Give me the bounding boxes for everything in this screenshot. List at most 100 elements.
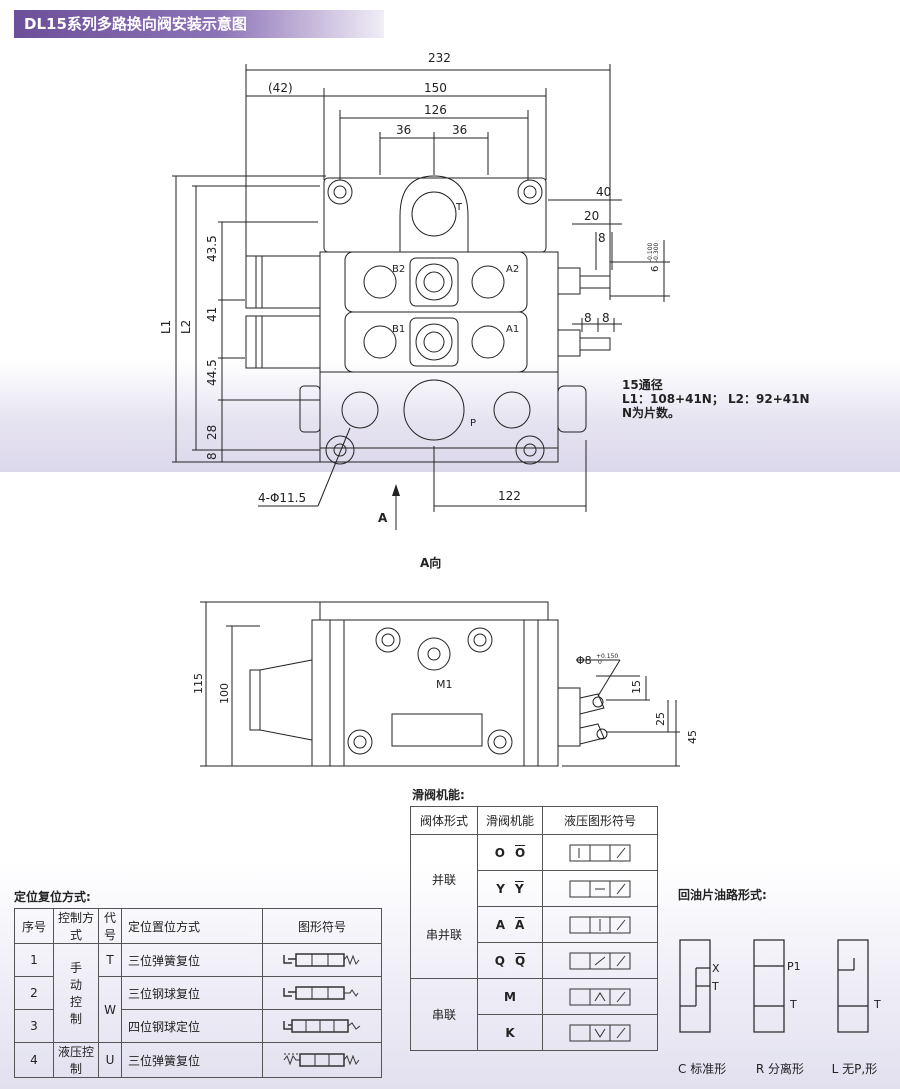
return-label-p1: P1	[787, 960, 801, 973]
view-a-label: A向	[420, 556, 442, 570]
page-title: DL15系列多路换向阀安装示意图	[14, 10, 384, 38]
dim-20: 20	[584, 209, 599, 223]
detent-row-4-code: U	[98, 1042, 122, 1078]
detent-row-3-symbol	[262, 1009, 382, 1043]
dim-40: 40	[596, 185, 611, 199]
return-label-t1: T	[711, 980, 719, 993]
front-view-drawing: 232 (42) 150 126 36 36 40 20 8 6 -0.100 …	[159, 51, 670, 530]
detent-row-1-symbol	[262, 943, 382, 977]
return-section-heading: 回油片油路形式:	[678, 888, 767, 902]
port-A1-label: A1	[506, 324, 519, 335]
detent-row-3-no: 3	[14, 1009, 54, 1043]
port-T-label: T	[455, 202, 463, 213]
detent-row-2-desc: 三位钢球复位	[121, 976, 263, 1010]
background-band	[0, 360, 900, 472]
return-label-x: X	[712, 962, 720, 975]
note-line-3: N为片数。	[622, 406, 681, 420]
port-P-label: P	[470, 418, 476, 429]
tol-bottom: -0.300	[653, 242, 660, 262]
port-B1-label: B1	[392, 324, 405, 335]
spool-group-series: 串联	[410, 978, 478, 1051]
dim-36-left: 36	[396, 123, 411, 137]
detent-header-method: 定位置位方式	[121, 908, 263, 944]
view-a-tol-bottom: 0	[598, 659, 602, 666]
view-a-dim-15: 15	[630, 680, 643, 694]
dim-L2: L2	[179, 320, 193, 334]
port-B2-label: B2	[392, 264, 405, 275]
spool-header-symbol: 液压图形符号	[542, 806, 658, 835]
view-a-dim-25: 25	[654, 712, 667, 726]
hole-spec: 4-Φ11.5	[258, 491, 306, 505]
spool-symbol-O	[542, 834, 658, 871]
detent-row-2-code: W	[98, 976, 122, 1043]
detent-control-manual: 手动控制	[53, 943, 99, 1043]
dim-8-bottom: 8	[205, 452, 219, 460]
detent-row-1-desc: 三位弹簧复位	[121, 943, 263, 977]
spool-symbol-Y	[542, 870, 658, 907]
dim-41: 41	[205, 307, 219, 322]
spool-group-series-parallel-label: 串并联	[425, 927, 462, 942]
return-caption-separate: R 分离形	[755, 1062, 805, 1076]
detent-header-control: 控制方式	[53, 908, 99, 944]
note-line-2: L1：108+41N； L2：92+41N	[622, 392, 810, 406]
return-label-t3: T	[873, 998, 881, 1011]
dim-36-right: 36	[452, 123, 467, 137]
spool-header-function: 滑阀机能	[477, 806, 543, 835]
detent-row-3-desc: 四位钢球定位	[121, 1009, 263, 1043]
dim-8-mid-left: 8	[584, 311, 592, 325]
spool-symbol-Q	[542, 942, 658, 979]
spool-group-parallel: 并联 串并联	[410, 834, 478, 979]
dim-232: 232	[428, 51, 451, 65]
view-a-m1: M1	[436, 678, 453, 691]
dim-150: 150	[424, 81, 447, 95]
detent-table-heading: 定位复位方式:	[14, 890, 91, 904]
spool-symbol-M	[542, 978, 658, 1015]
view-a-dim-45: 45	[686, 730, 699, 744]
spool-symbol-A	[542, 906, 658, 943]
view-a-drawing: 115 100 15 25 45 Φ8 +0.150 0 M1	[192, 601, 699, 767]
view-a-phi8: Φ8	[576, 654, 592, 667]
dim-8-mid-right: 8	[602, 311, 610, 325]
return-caption-no-p: L 无P,形	[831, 1062, 878, 1076]
detent-row-2-no: 2	[14, 976, 54, 1010]
dim-8-top: 8	[598, 231, 606, 245]
return-caption-standard: C 标准形	[678, 1062, 727, 1076]
spool-table-heading: 滑阀机能:	[412, 788, 465, 802]
detent-header-no: 序号	[14, 908, 54, 944]
detent-header-symbol: 图形符号	[262, 908, 382, 944]
port-A2-label: A2	[506, 264, 519, 275]
view-a-dim-115: 115	[192, 673, 205, 694]
spool-symbol-K	[542, 1014, 658, 1051]
spec-note: 15通径 L1：108+41N； L2：92+41N N为片数。	[622, 378, 810, 420]
note-line-1: 15通径	[622, 378, 663, 392]
detent-row-4-desc: 三位弹簧复位	[121, 1042, 263, 1078]
detent-header-code: 代号	[98, 908, 122, 944]
detent-row-4-no: 4	[14, 1042, 54, 1078]
dim-28: 28	[205, 425, 219, 440]
dim-42: (42)	[268, 81, 293, 95]
spool-header-body: 阀体形式	[410, 806, 478, 835]
spool-group-parallel-label: 并联	[431, 872, 456, 887]
detent-row-4-symbol	[262, 1042, 382, 1078]
detent-row-1-no: 1	[14, 943, 54, 977]
dim-6: 6	[650, 266, 661, 272]
spool-func-M: M	[477, 978, 543, 1015]
view-a-tol-top: +0.150	[596, 653, 618, 660]
dim-122: 122	[498, 489, 521, 503]
dim-44-5: 44.5	[205, 359, 219, 386]
detent-row-2-symbol	[262, 976, 382, 1010]
tol-top: -0.100	[647, 242, 654, 262]
spool-func-K: K	[477, 1014, 543, 1051]
view-a-dim-100: 100	[218, 683, 231, 704]
return-captions: C 标准形 R 分离形 L 无P,形	[678, 1060, 877, 1077]
return-section-diagrams: X T P1 T T	[679, 939, 881, 1033]
dim-43-5: 43.5	[205, 235, 219, 262]
detent-control-hydraulic: 液压控制	[53, 1042, 99, 1078]
dim-L1: L1	[159, 320, 173, 334]
dim-126: 126	[424, 103, 447, 117]
